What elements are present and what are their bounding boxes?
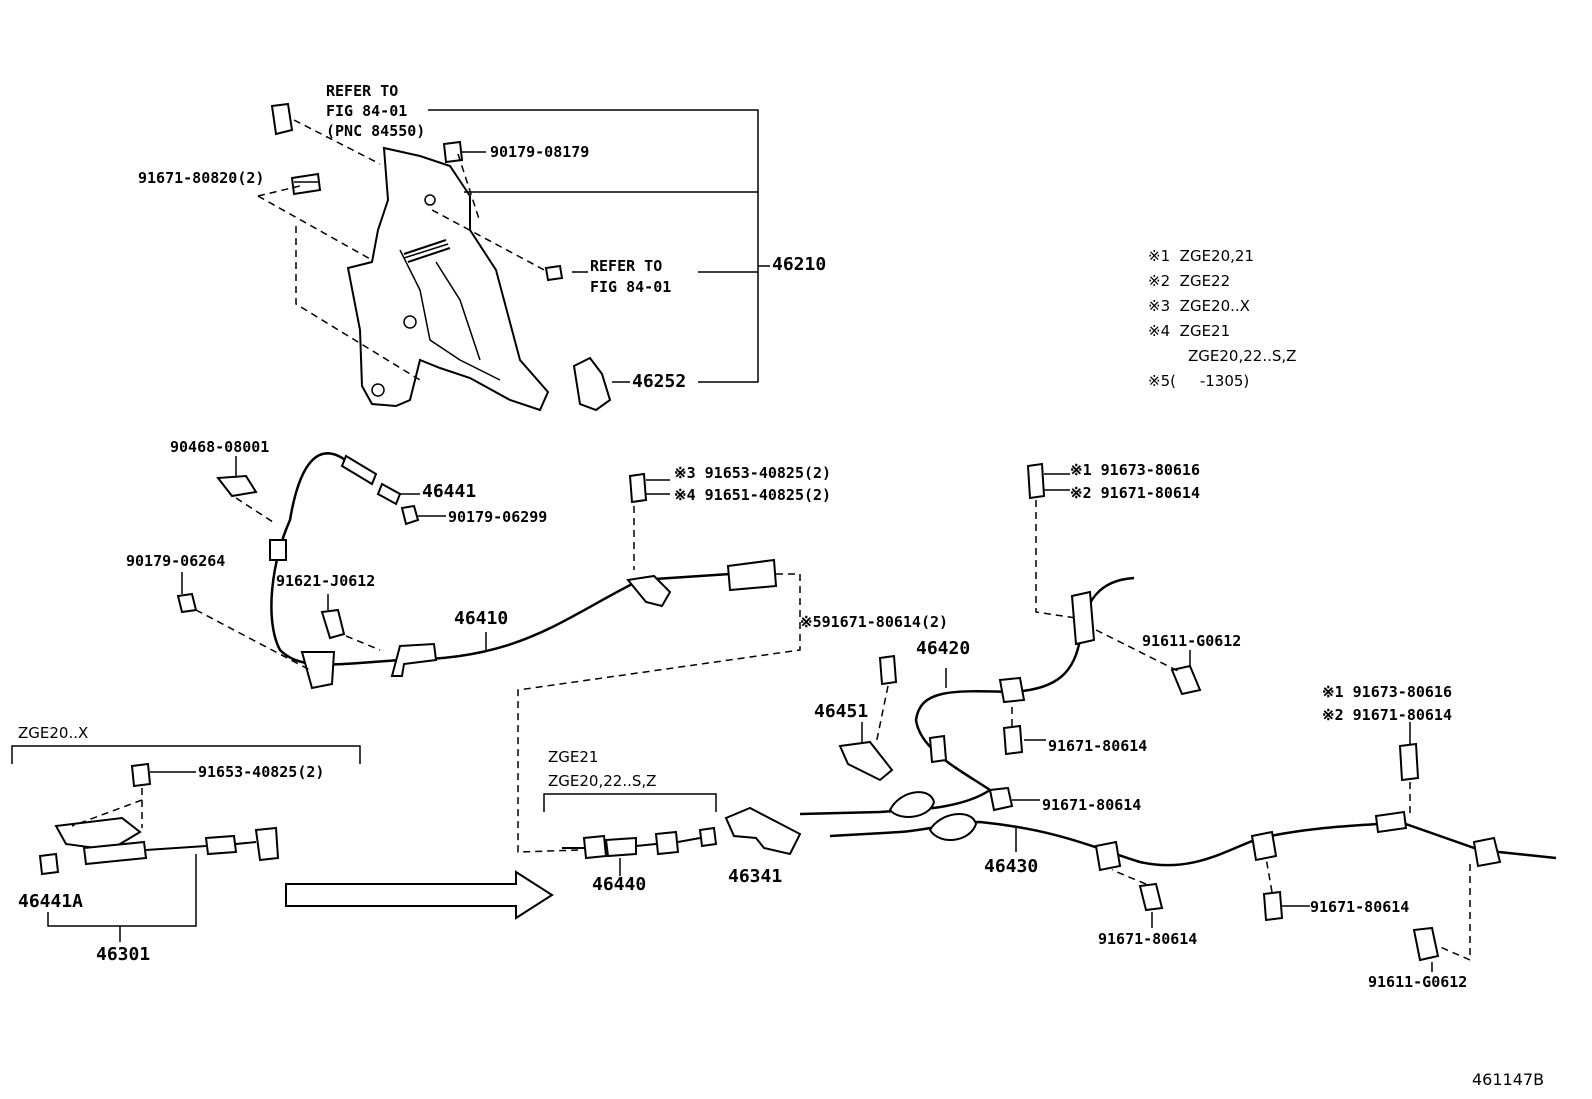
refer-note-mid-line2: FIG 84-01 <box>590 278 672 296</box>
part-91653-40825[interactable]: 91653-40825(2) <box>198 763 325 781</box>
part-46420[interactable]: 46420 <box>916 638 971 659</box>
part-91621-J0612[interactable]: 91621-J0612 <box>276 572 376 590</box>
rear-cables-46420-46430 <box>799 462 1557 972</box>
part-46410[interactable]: 46410 <box>454 608 509 629</box>
part-90468-08001[interactable]: 90468-08001 <box>170 438 270 456</box>
part-91671-80614-mid[interactable]: 91671-80614 <box>1048 737 1148 755</box>
part-90179-06299[interactable]: 90179-06299 <box>448 508 548 526</box>
refer-note-top-line3: (PNC 84550) <box>326 122 426 140</box>
part-46451[interactable]: 46451 <box>814 701 869 722</box>
part-46441A[interactable]: 46441A <box>18 891 84 912</box>
part-46341[interactable]: 46341 <box>728 866 783 887</box>
part-91671-80614-x2[interactable]: ※2 91671-80614 <box>1070 484 1200 502</box>
legend-row-2: ※2 ZGE22 <box>1148 272 1231 290</box>
legend-row-3: ※3 ZGE20..X <box>1148 297 1250 315</box>
lever-assembly-46210 <box>257 102 770 412</box>
part-90179-06264[interactable]: 90179-06264 <box>126 552 226 570</box>
part-91671-80614-lower[interactable]: 91671-80614 <box>1042 796 1142 814</box>
legend-row-4: ※4 ZGE21 <box>1148 322 1231 340</box>
part-46210[interactable]: 46210 <box>772 254 827 275</box>
refer-note-top-line1: REFER TO <box>326 82 399 100</box>
part-90179-08179[interactable]: 90179-08179 <box>490 143 590 161</box>
group-46301 <box>11 745 361 942</box>
part-91671-80614-x2-rear[interactable]: ※2 91671-80614 <box>1322 706 1452 724</box>
part-46252[interactable]: 46252 <box>632 371 687 392</box>
part-91611-G0612-upper[interactable]: 91611-G0612 <box>1142 632 1242 650</box>
legend-row-1: ※1 ZGE20,21 <box>1148 247 1254 265</box>
diagram-code: 461147B <box>1472 1070 1545 1089</box>
front-cable-46410 <box>176 452 801 853</box>
group-46440 <box>543 793 802 876</box>
direction-arrow <box>285 870 554 920</box>
part-91671-80614-bottom[interactable]: 91671-80614 <box>1098 930 1198 948</box>
group-label-zge21: ZGE21 <box>548 748 599 766</box>
refer-note-top-line2: FIG 84-01 <box>326 102 408 120</box>
legend-row-5: ZGE20,22..S,Z <box>1188 347 1297 365</box>
model-legend: ※1 ZGE20,21 ※2 ZGE22 ※3 ZGE20..X ※4 ZGE2… <box>1148 244 1296 394</box>
part-91653-40825-x3[interactable]: ※3 91653-40825(2) <box>674 464 832 482</box>
part-91671-80614-right[interactable]: 91671-80614 <box>1310 898 1410 916</box>
group-label-zge20x: ZGE20..X <box>18 724 89 742</box>
part-91651-40825-x4[interactable]: ※4 91651-40825(2) <box>674 486 832 504</box>
part-46440[interactable]: 46440 <box>592 874 647 895</box>
part-46301[interactable]: 46301 <box>96 944 151 965</box>
part-46430[interactable]: 46430 <box>984 856 1039 877</box>
part-91611-G0612-lower[interactable]: 91611-G0612 <box>1368 973 1468 991</box>
part-91673-80616-x1[interactable]: ※1 91673-80616 <box>1070 461 1200 479</box>
group-label-zge2022: ZGE20,22..S,Z <box>548 772 657 790</box>
part-91671-80820[interactable]: 91671-80820(2) <box>138 169 265 187</box>
refer-note-mid-line1: REFER TO <box>590 257 663 275</box>
legend-row-6: ※5( -1305) <box>1148 372 1250 390</box>
part-91673-80616-x1-rear[interactable]: ※1 91673-80616 <box>1322 683 1452 701</box>
part-91671-80614-x5[interactable]: ※591671-80614(2) <box>800 613 949 631</box>
part-46441[interactable]: 46441 <box>422 481 477 502</box>
